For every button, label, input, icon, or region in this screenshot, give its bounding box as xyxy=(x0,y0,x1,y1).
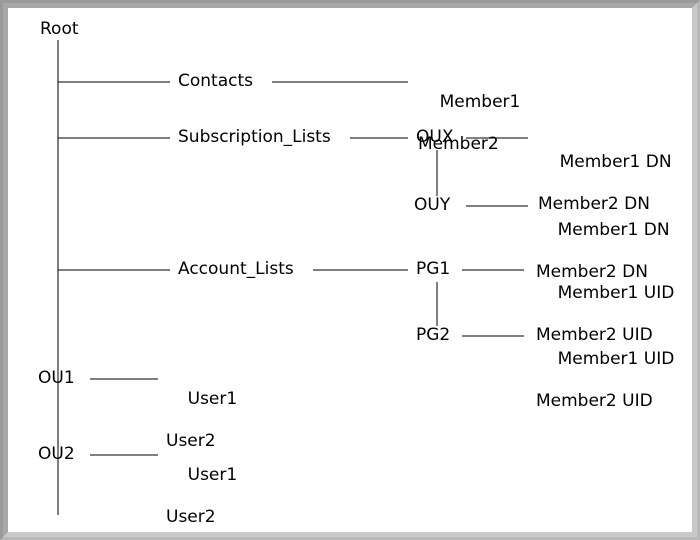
leaf-line-1: User1 xyxy=(187,465,238,485)
leaf-oux-members: Member1 DN Member2 DN xyxy=(538,131,672,257)
node-pg2: PG2 xyxy=(416,325,451,345)
leaf-line-1: Member1 DN xyxy=(559,152,672,172)
node-root: Root xyxy=(40,19,79,39)
leaf-line-2: Member2 xyxy=(418,134,499,154)
leaf-line-1: Member1 UID xyxy=(557,283,675,303)
leaf-line-2: User2 xyxy=(166,507,216,527)
leaf-ouy-members: Member1 DN Member2 DN xyxy=(536,199,670,325)
leaf-line-2: Member2 DN xyxy=(538,194,650,214)
leaf-line-1: Member1 UID xyxy=(557,349,675,369)
leaf-contacts-members: Member1 Member2 xyxy=(418,71,520,197)
node-pg1: PG1 xyxy=(416,259,451,279)
node-contacts: Contacts xyxy=(178,71,253,91)
node-subscription-lists: Subscription_Lists xyxy=(178,127,331,147)
node-ou2: OU2 xyxy=(38,444,75,464)
leaf-line-2: Member2 DN xyxy=(536,262,648,282)
node-ouy: OUY xyxy=(414,195,451,215)
leaf-line-2: User2 xyxy=(166,431,216,451)
node-oux: OUX xyxy=(416,127,454,147)
leaf-line-2: Member2 UID xyxy=(536,325,653,345)
leaf-line-1: Member1 xyxy=(439,92,521,112)
leaf-pg2-members: Member1 UID Member2 UID xyxy=(536,328,674,454)
node-account-lists: Account_Lists xyxy=(178,259,294,279)
leaf-pg1-members: Member1 UID Member2 UID xyxy=(536,262,674,388)
leaf-line-1: Member1 DN xyxy=(557,220,670,240)
leaf-line-2: Member2 UID xyxy=(536,391,653,411)
leaf-ou2-users: User1 User2 xyxy=(166,444,237,540)
leaf-line-1: User1 xyxy=(187,389,238,409)
leaf-ou1-users: User1 User2 xyxy=(166,368,237,494)
node-ou1: OU1 xyxy=(38,368,75,388)
